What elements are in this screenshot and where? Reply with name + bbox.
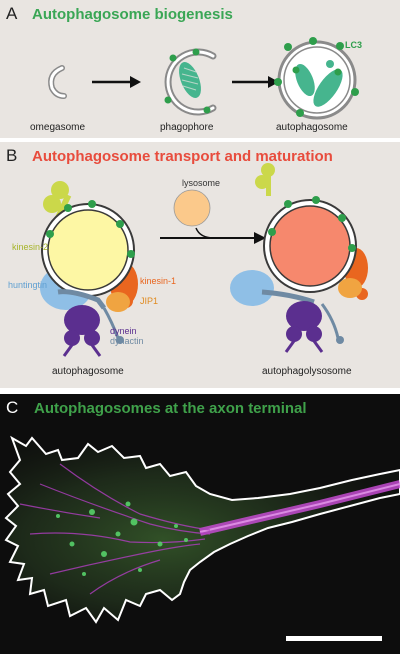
- lc3-dot: [169, 54, 177, 62]
- kinesin-2-head: [51, 181, 69, 199]
- panel-b-title: Autophagosome transport and maturation: [32, 148, 333, 165]
- kinesin-1-label: kinesin-1: [140, 276, 176, 286]
- autophagosome-puncta: [56, 501, 188, 576]
- omegasome-shape: [48, 65, 67, 99]
- axon-terminal-micrograph: [4, 435, 400, 641]
- lc3-dot: [203, 106, 211, 114]
- arrow-1: [92, 76, 141, 88]
- dynactin-arm: [57, 289, 106, 310]
- panel-b-diagram: lysosome: [8, 163, 368, 377]
- autophagosome-label-a: autophagosome: [276, 122, 348, 133]
- lc3-dot: [351, 88, 359, 96]
- dynein-shape: [62, 305, 102, 357]
- lc3-dot: [192, 48, 200, 56]
- fusion-arrow: [160, 227, 266, 244]
- arrow-2: [232, 76, 279, 88]
- lc3-dot: [274, 78, 282, 86]
- omegasome-label: omegasome: [30, 122, 85, 133]
- panel-a-title: Autophagosome biogenesis: [32, 6, 233, 23]
- jip1-label: JIP1: [140, 296, 158, 306]
- panel-a-letter: A: [6, 4, 18, 23]
- microtubule-fibers: [19, 463, 211, 595]
- autophagosome-label-b: autophagosome: [52, 366, 124, 377]
- lc3-dot: [334, 68, 342, 76]
- lysosome-label: lysosome: [182, 178, 220, 188]
- lc3-dot: [284, 43, 292, 51]
- panel-b-transport: B Autophagosome transport and maturation…: [0, 142, 400, 388]
- autophagolysosome-with-motors: [230, 163, 368, 353]
- panel-c-axon-terminal: C Autophagosomes at the axon terminal: [0, 394, 400, 654]
- lc3-dot: [296, 109, 304, 117]
- lc3-dot: [164, 96, 172, 104]
- lysosome-shape: [173, 189, 211, 227]
- phagophore-shape: [164, 48, 217, 116]
- kinesin-2-head: [43, 195, 61, 213]
- autophagolysosome-label: autophagolysosome: [262, 366, 352, 377]
- panel-c-letter: C: [6, 398, 19, 417]
- huntingtin-label: huntingtin: [8, 280, 47, 290]
- dynactin-label: dynactin: [110, 336, 144, 346]
- dynein-label: dynein: [110, 326, 137, 336]
- autophagosome-with-motors: [40, 181, 138, 357]
- lc3-dot: [336, 42, 344, 50]
- scale-bar: [286, 636, 382, 641]
- lc3-label: LC3: [345, 40, 362, 50]
- lc3-dot: [309, 37, 317, 45]
- panel-c-title: Autophagosomes at the axon terminal: [34, 400, 307, 417]
- panel-b-letter: B: [6, 146, 18, 165]
- lc3-dot: [292, 66, 300, 74]
- panel-a-biogenesis: A Autophagosome biogenesis omegasome pha…: [0, 0, 400, 138]
- kinesin-2-label: kinesin-2: [12, 242, 48, 252]
- jip1-shape: [106, 292, 130, 312]
- panel-a-diagram: omegasome phagophore: [30, 37, 362, 133]
- phagophore-label: phagophore: [160, 122, 214, 133]
- autophagosome-shape: [274, 37, 359, 120]
